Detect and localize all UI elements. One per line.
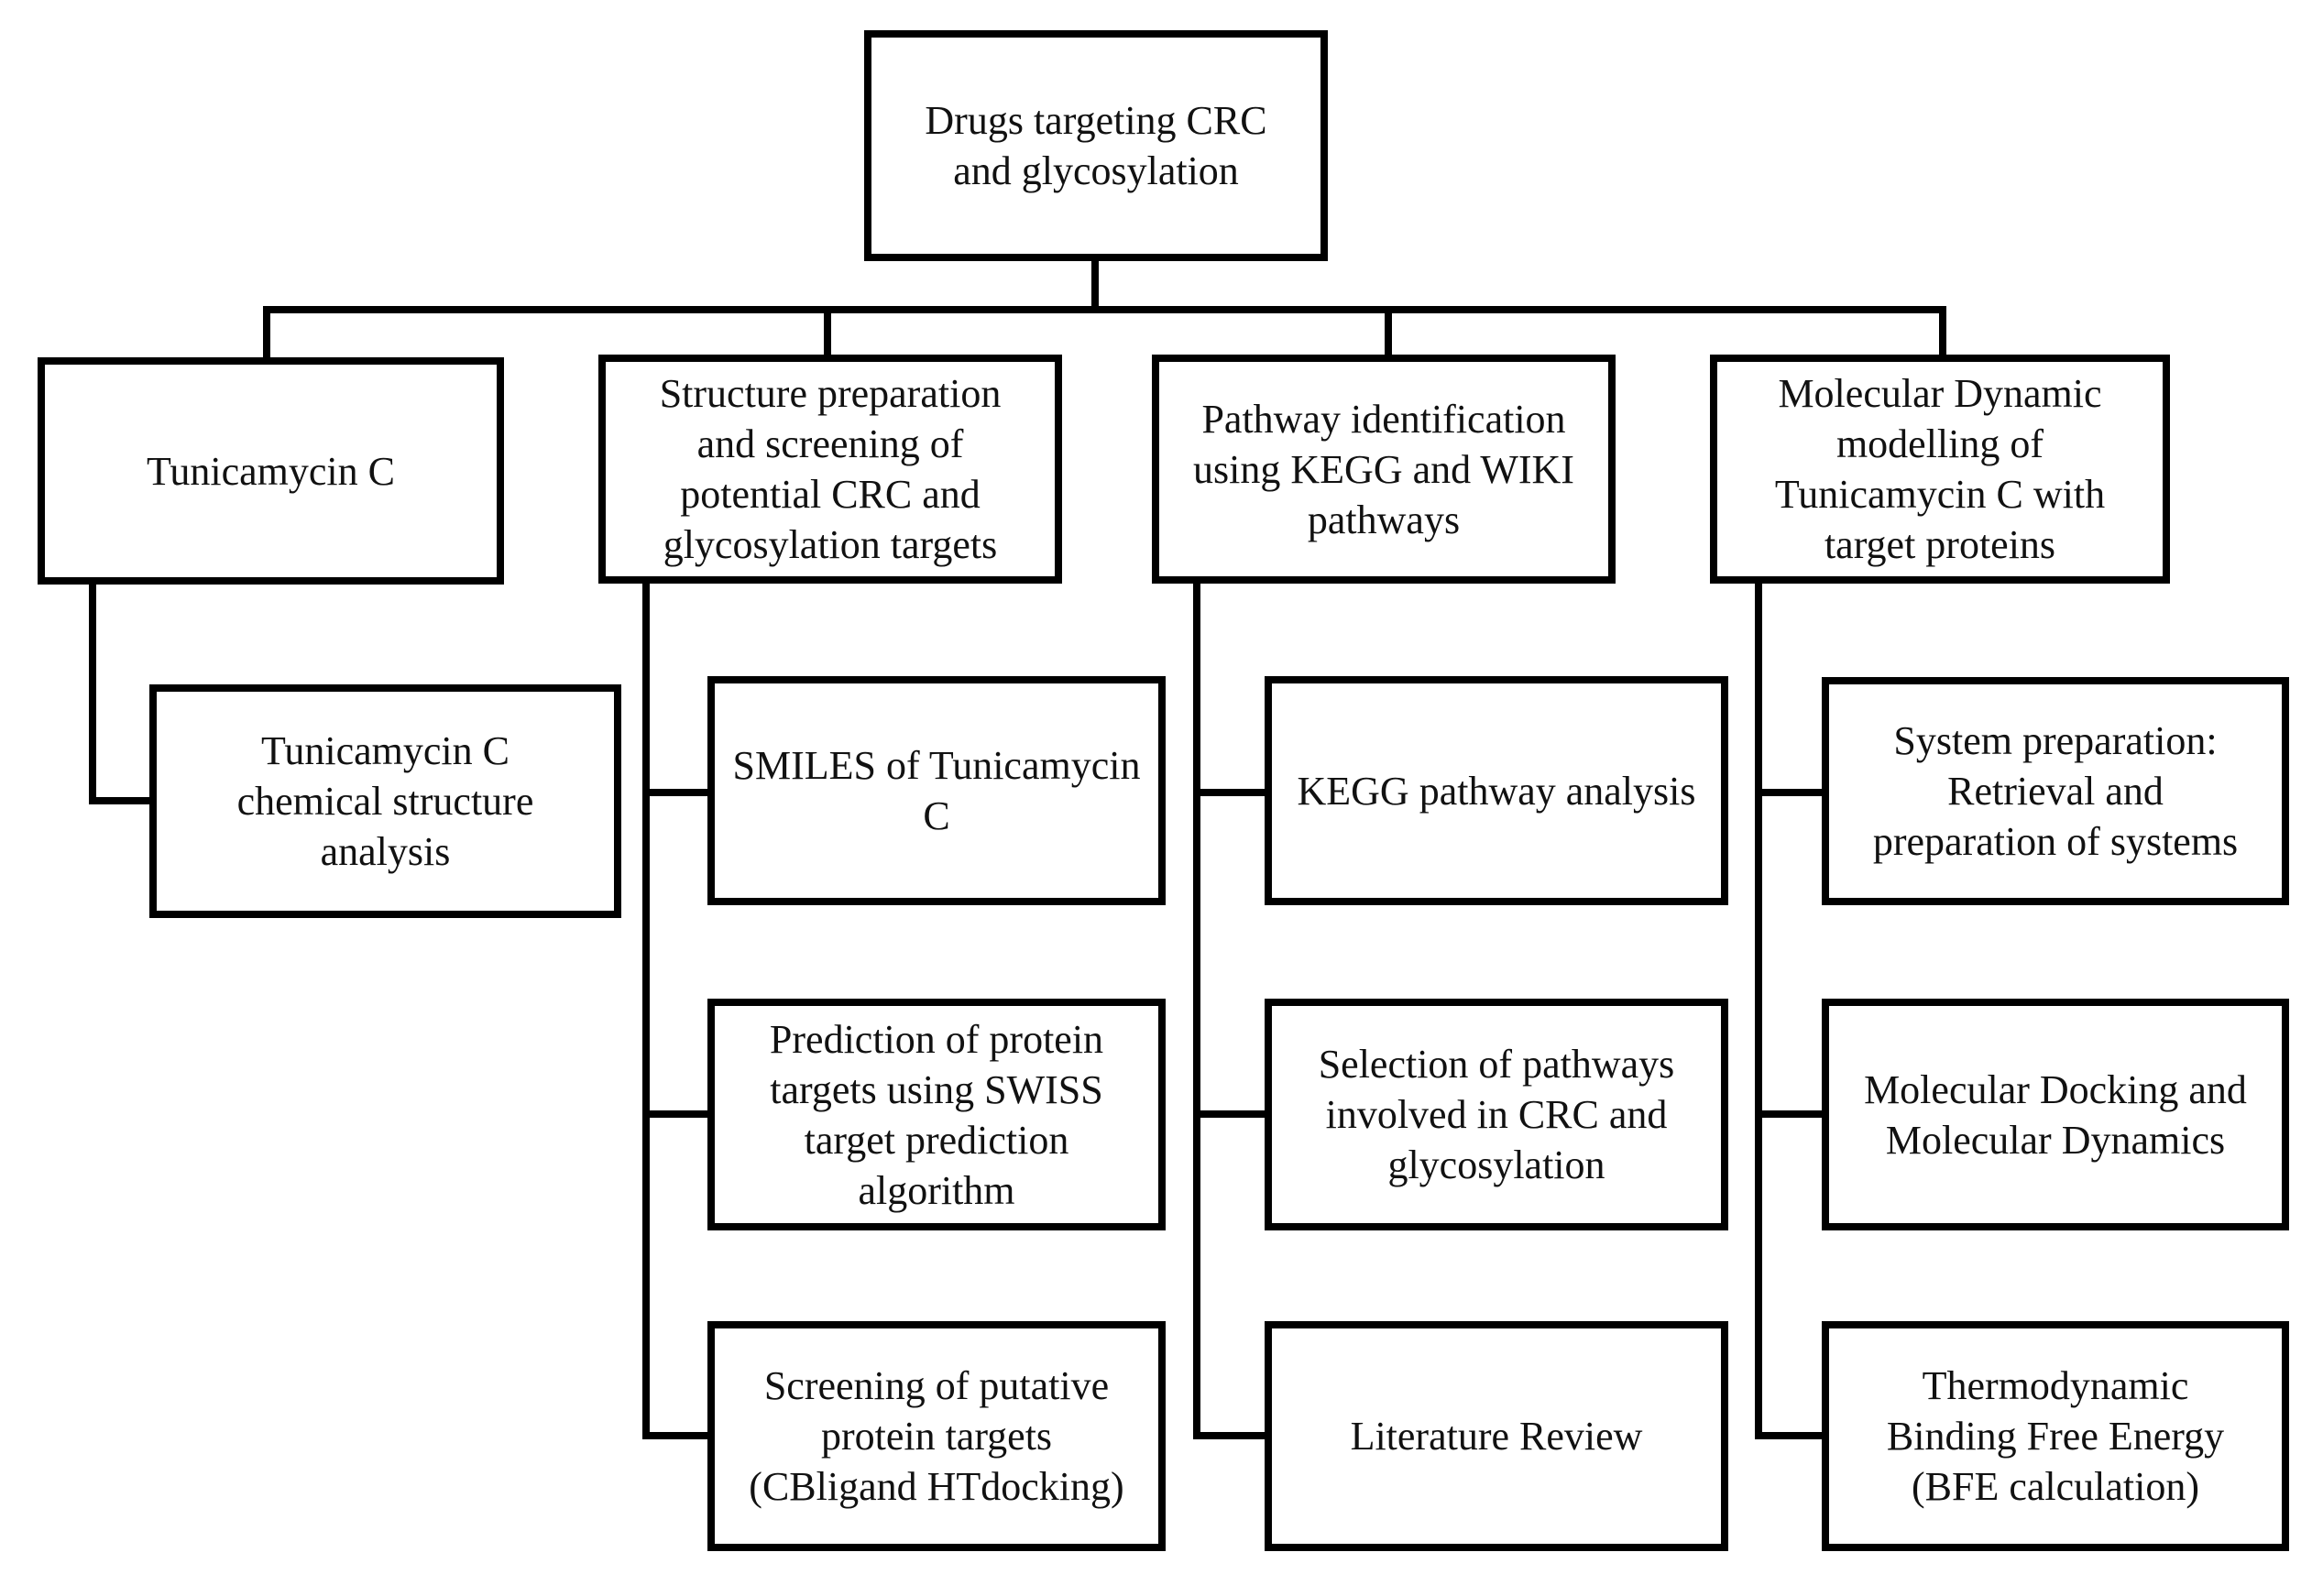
- node-label: Selection of pathways involved in CRC an…: [1318, 1042, 1675, 1187]
- node-kegg-pathway-analysis: KEGG pathway analysis: [1265, 676, 1728, 905]
- node-structure-preparation: Structure preparation and screening of p…: [598, 355, 1062, 584]
- node-pathway-selection: Selection of pathways involved in CRC an…: [1265, 999, 1728, 1230]
- node-label: Structure preparation and screening of p…: [659, 371, 1002, 567]
- node-bfe-calculation: Thermodynamic Binding Free Energy (BFE c…: [1822, 1321, 2289, 1551]
- node-label: Tunicamycin C: [147, 448, 395, 494]
- node-system-preparation: System preparation: Retrieval and prepar…: [1822, 677, 2289, 905]
- node-cbligand-htdocking-screening: Screening of putative protein targets (C…: [707, 1321, 1166, 1551]
- node-label: System preparation: Retrieval and prepar…: [1872, 718, 2239, 864]
- node-label: Drugs targeting CRC and glycosylation: [925, 98, 1267, 193]
- node-label: Molecular Dynamic modelling of Tunicamyc…: [1774, 371, 2106, 567]
- node-smiles-of-tunicamycin-c: SMILES of Tunicamycin C: [707, 676, 1166, 905]
- node-label: SMILES of Tunicamycin C: [732, 743, 1141, 838]
- node-literature-review: Literature Review: [1265, 1321, 1728, 1551]
- node-label: KEGG pathway analysis: [1297, 768, 1696, 814]
- node-label: Tunicamycin C chemical structure analysi…: [236, 728, 534, 874]
- node-label: Pathway identification using KEGG and WI…: [1193, 396, 1574, 542]
- node-label: Screening of putative protein targets (C…: [749, 1363, 1124, 1509]
- node-swiss-target-prediction: Prediction of protein targets using SWIS…: [707, 999, 1166, 1230]
- node-molecular-dynamic-modelling: Molecular Dynamic modelling of Tunicamyc…: [1710, 355, 2170, 584]
- node-docking-and-dynamics: Molecular Docking and Molecular Dynamics: [1822, 999, 2289, 1230]
- node-label: Molecular Docking and Molecular Dynamics: [1864, 1066, 2247, 1163]
- node-chemical-structure-analysis: Tunicamycin C chemical structure analysi…: [149, 684, 621, 918]
- node-label: Literature Review: [1350, 1414, 1643, 1459]
- node-tunicamycin-c: Tunicamycin C: [38, 357, 504, 585]
- node-label: Thermodynamic Binding Free Energy (BFE c…: [1886, 1363, 2225, 1509]
- node-label: Prediction of protein targets using SWIS…: [769, 1016, 1104, 1213]
- node-pathway-identification: Pathway identification using KEGG and WI…: [1152, 355, 1616, 584]
- node-drugs-targeting-crc: Drugs targeting CRC and glycosylation: [864, 30, 1328, 261]
